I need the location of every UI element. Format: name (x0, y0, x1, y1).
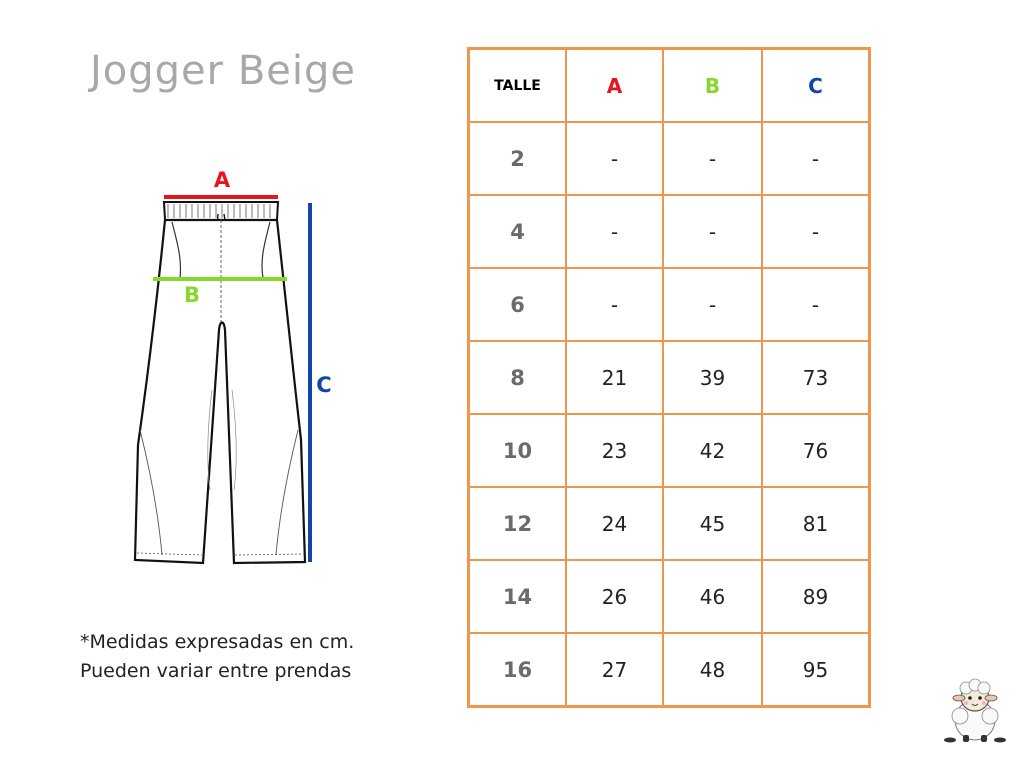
value-a: 23 (565, 413, 664, 488)
value-b: - (662, 121, 763, 196)
size-cell: 2 (467, 121, 567, 196)
table-row: 14 26 46 89 (467, 559, 871, 634)
value-b: 39 (662, 340, 763, 415)
size-table: TALLE A B C 2 - - - 4 - - - 6 - - - 8 21… (467, 47, 871, 708)
value-a: - (565, 194, 664, 269)
value-a: 26 (565, 559, 664, 634)
value-c: 95 (761, 632, 871, 708)
value-a: - (565, 267, 664, 342)
value-c: 76 (761, 413, 871, 488)
value-a: - (565, 121, 664, 196)
header-talle: TALLE (467, 47, 567, 123)
header-a: A (565, 47, 664, 123)
header-b: B (662, 47, 763, 123)
table-row: 16 27 48 95 (467, 632, 871, 708)
value-b: 42 (662, 413, 763, 488)
table-row: 10 23 42 76 (467, 413, 871, 488)
page-title: Jogger Beige (90, 48, 356, 94)
table-row: 12 24 45 81 (467, 486, 871, 561)
size-cell: 4 (467, 194, 567, 269)
measurements-note: *Medidas expresadas en cm. Pueden variar… (80, 628, 354, 686)
value-c: 81 (761, 486, 871, 561)
value-c: 73 (761, 340, 871, 415)
value-b: - (662, 194, 763, 269)
size-cell: 12 (467, 486, 567, 561)
table-row: 4 - - - (467, 194, 871, 269)
table-row: 2 - - - (467, 121, 871, 196)
value-c: 89 (761, 559, 871, 634)
header-c: C (761, 47, 871, 123)
size-cell: 14 (467, 559, 567, 634)
table-header-row: TALLE A B C (467, 47, 871, 123)
size-cell: 6 (467, 267, 567, 342)
label-b: B (184, 283, 200, 307)
size-cell: 10 (467, 413, 567, 488)
value-c: - (761, 267, 871, 342)
value-b: 45 (662, 486, 763, 561)
label-c: C (316, 373, 331, 397)
value-a: 27 (565, 632, 664, 708)
sheep-icon (944, 678, 1006, 743)
table-row: 8 21 39 73 (467, 340, 871, 415)
size-cell: 8 (467, 340, 567, 415)
value-b: 48 (662, 632, 763, 708)
value-b: 46 (662, 559, 763, 634)
pants-diagram: A B C (133, 168, 332, 565)
note-line-1: *Medidas expresadas en cm. (80, 631, 355, 653)
table-row: 6 - - - (467, 267, 871, 342)
value-a: 24 (565, 486, 664, 561)
label-a: A (214, 168, 231, 192)
value-b: - (662, 267, 763, 342)
size-cell: 16 (467, 632, 567, 708)
note-line-2: Pueden variar entre prendas (80, 660, 352, 682)
value-c: - (761, 121, 871, 196)
value-a: 21 (565, 340, 664, 415)
value-c: - (761, 194, 871, 269)
